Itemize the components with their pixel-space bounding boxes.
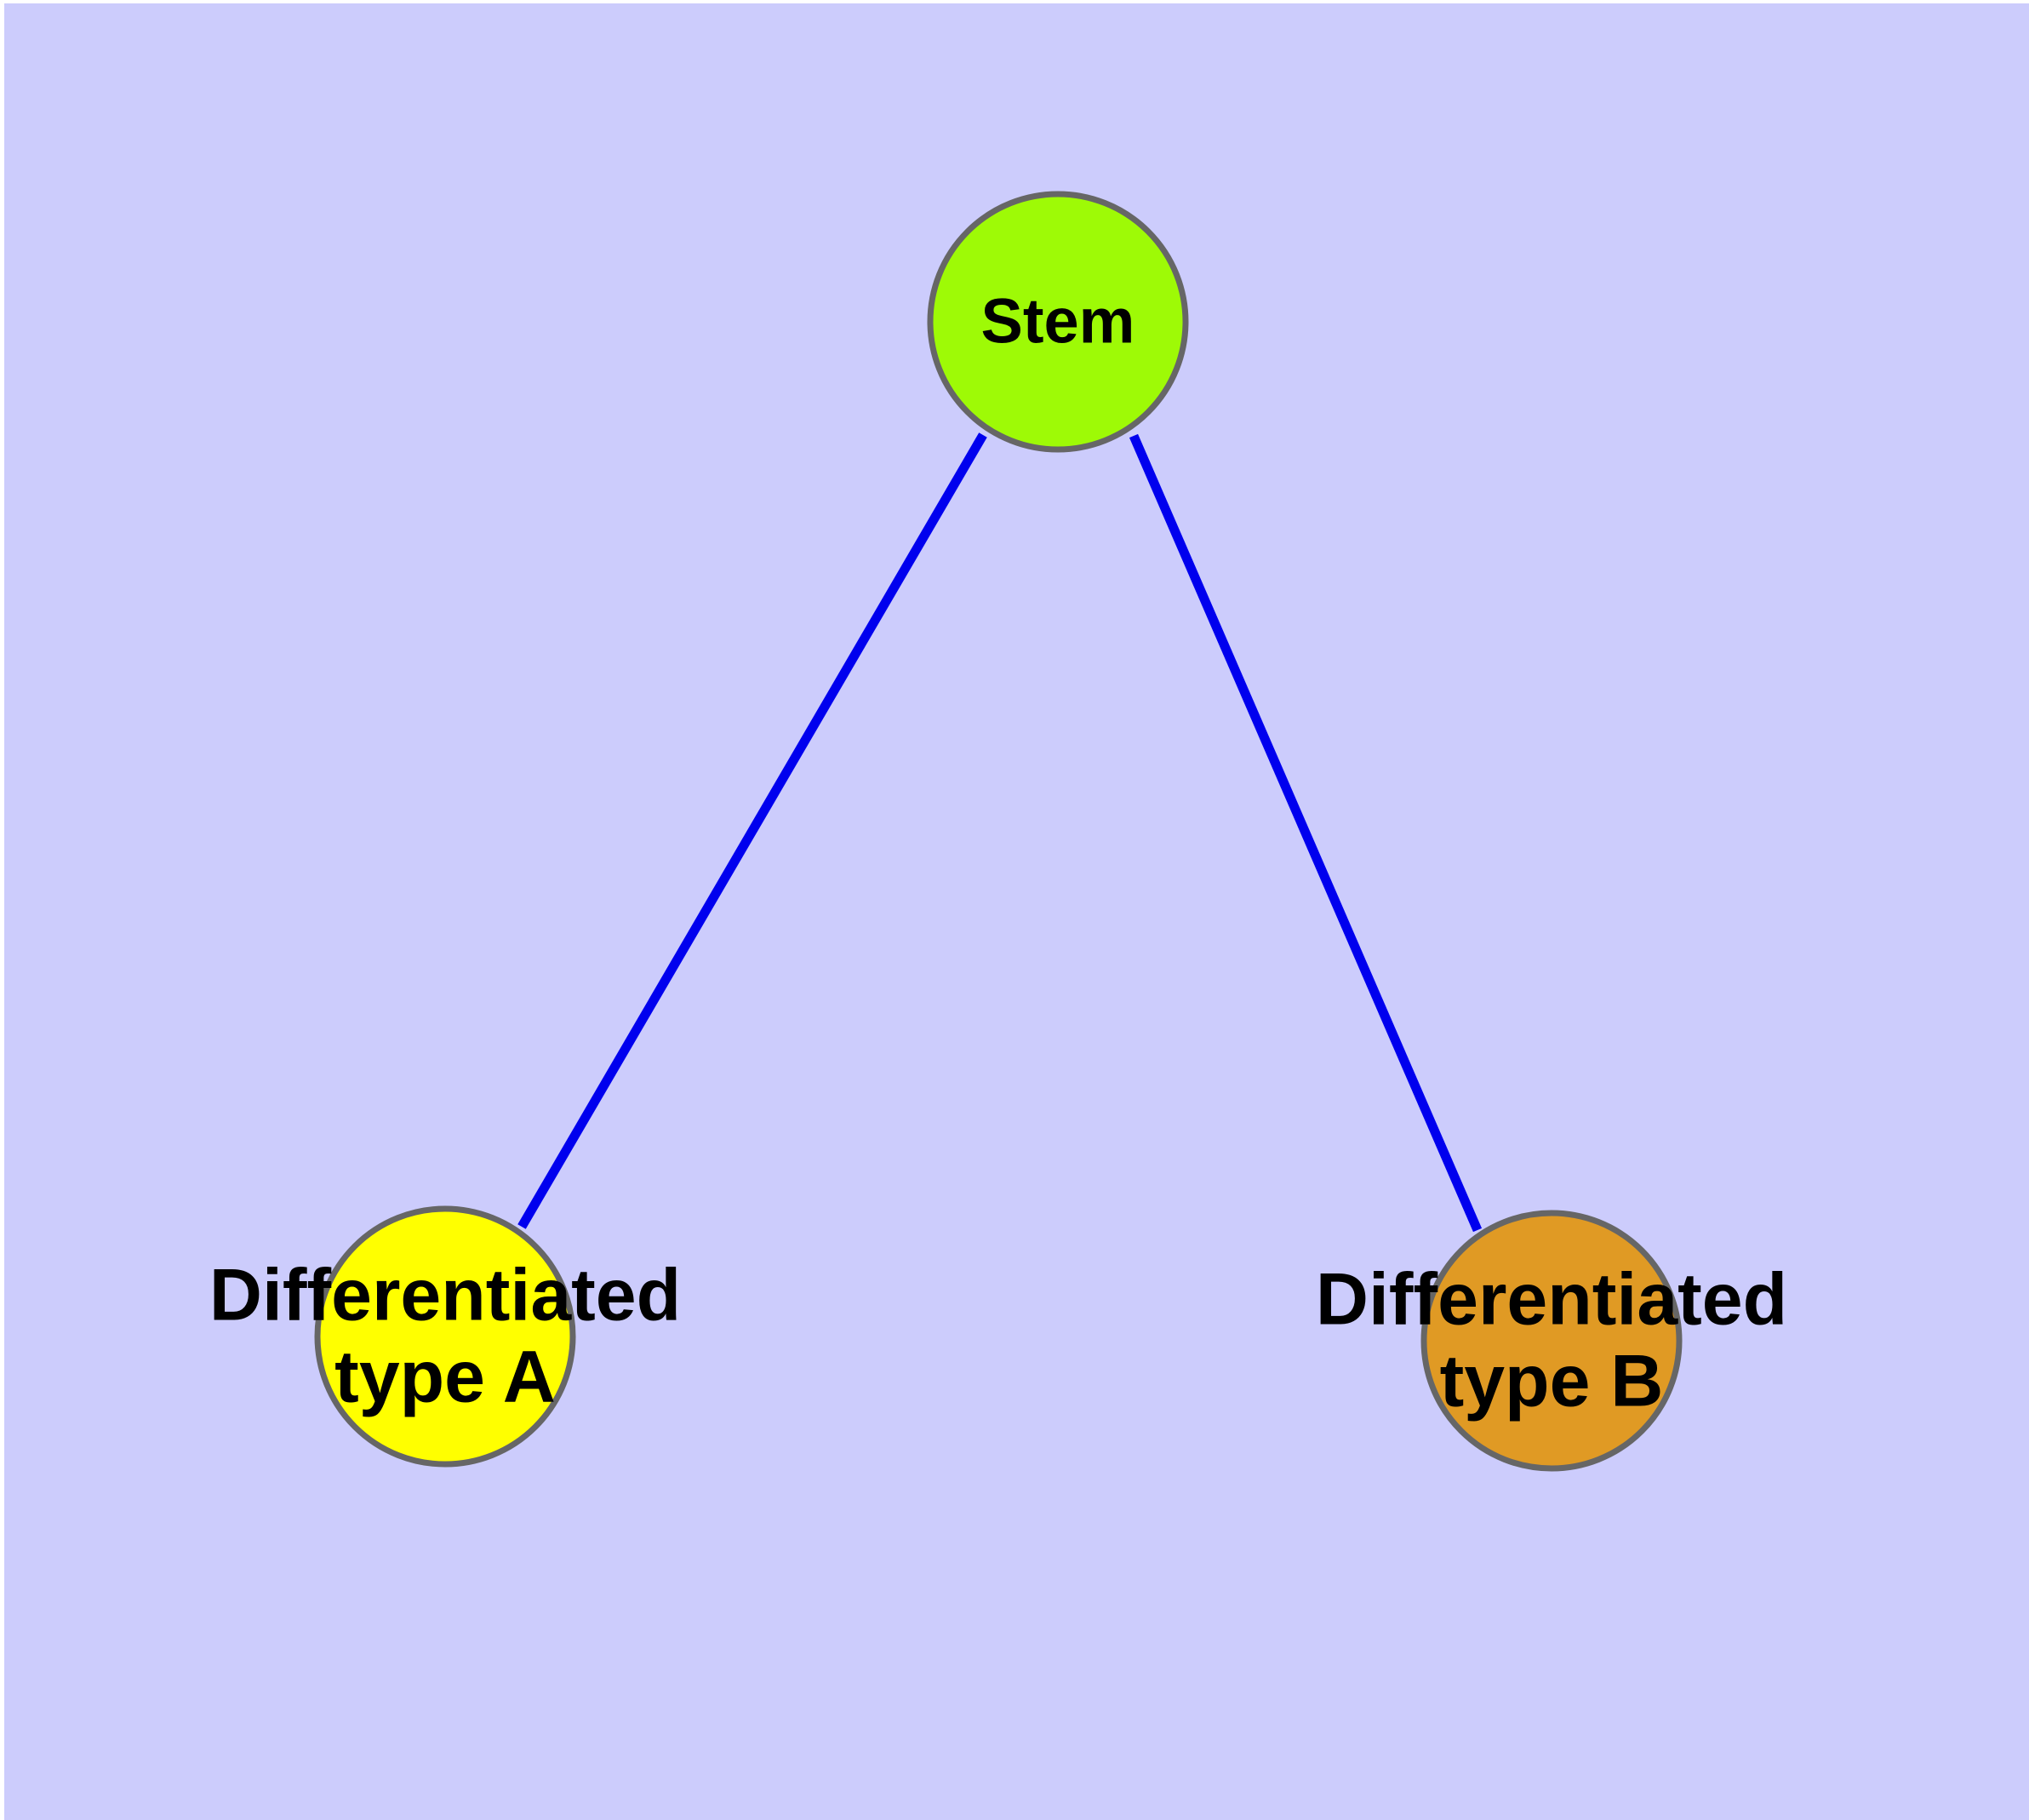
edge-stem-to-diff-a[interactable]: [517, 432, 987, 1229]
edge-stem-to-diff-b[interactable]: [1129, 433, 1483, 1233]
graph-svg: [314, 191, 1683, 1472]
node-layer: [314, 191, 1683, 1472]
node-stem-circle[interactable]: [927, 191, 1189, 453]
node-diff-b-circle[interactable]: [1420, 1210, 1683, 1472]
edge-layer: [517, 432, 1483, 1233]
node-diff-a-circle[interactable]: [314, 1205, 576, 1468]
